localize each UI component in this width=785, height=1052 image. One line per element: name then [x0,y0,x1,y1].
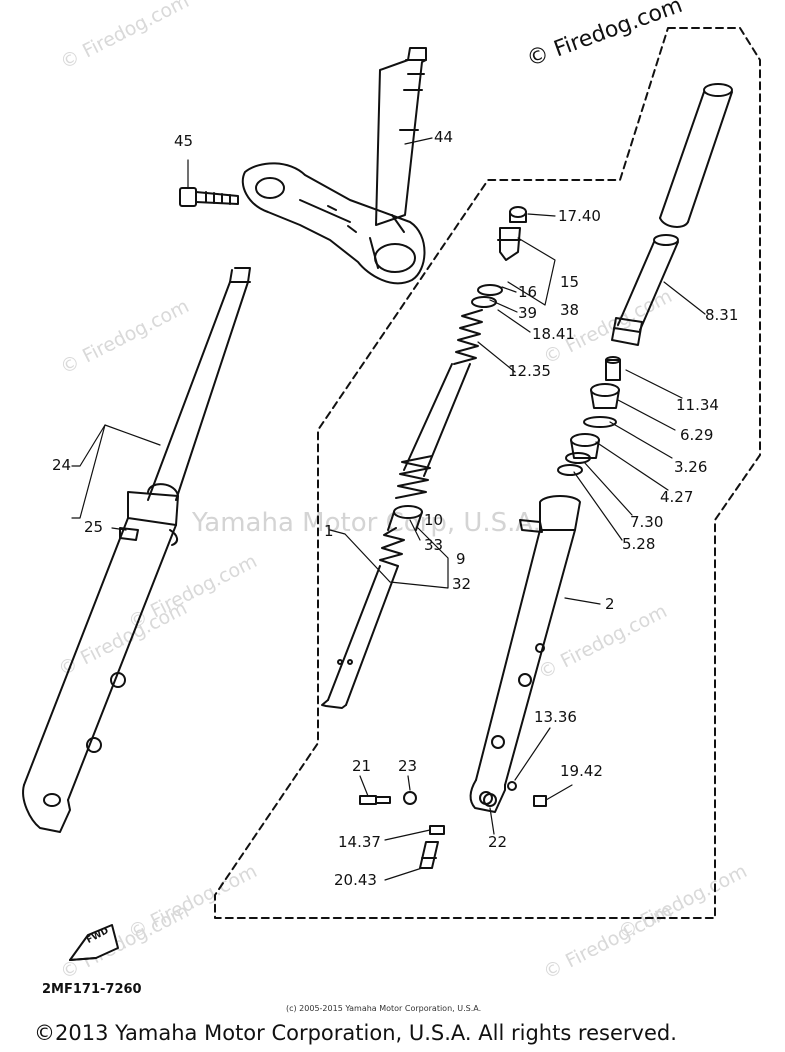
fwd-arrow [69,924,119,961]
label-10: 10 [424,511,444,529]
seal-stack [557,356,621,476]
assembled-fork-left [22,267,251,833]
label-14-37: 14.37 [338,833,381,851]
inner-tube [611,83,733,346]
leader-lines [71,137,706,881]
cap-bolt [497,206,527,261]
dashed-assembly-boundary [214,27,761,919]
label-24: 24 [52,456,72,474]
label-23: 23 [398,757,418,775]
label-45: 45 [174,132,194,150]
damper-rod [321,505,423,709]
footer-copyright: ©2013 Yamaha Motor Corporation, U.S.A. A… [34,1021,677,1045]
fork-spring [395,309,483,499]
label-17-40: 17.40 [558,207,601,225]
label-9: 9 [456,550,466,568]
label-4-27: 4.27 [660,488,694,506]
label-18-41: 18.41 [532,325,575,343]
bottom-bolts [359,781,547,869]
label-19-42: 19.42 [560,762,603,780]
label-3-26: 3.26 [674,458,708,476]
under-bracket [241,162,426,285]
label-5-28: 5.28 [622,535,656,553]
label-44: 44 [434,128,454,146]
label-13-36: 13.36 [534,708,577,726]
label-16: 16 [518,283,538,301]
label-7-30: 7.30 [630,513,664,531]
label-1: 1 [324,522,334,540]
outer-tube [469,495,581,813]
label-12-35: 12.35 [508,362,551,380]
label-32: 32 [452,575,472,593]
washers-16-18 [471,284,503,308]
steering-stem [375,47,427,233]
label-38: 38 [560,301,580,319]
label-22: 22 [488,833,508,851]
bolt-45 [179,187,239,207]
small-copyright: (c) 2005-2015 Yamaha Motor Corporation, … [286,1004,482,1013]
label-39: 39 [518,304,538,322]
label-25: 25 [84,518,104,536]
label-8-31: 8.31 [705,306,739,324]
label-11-34: 11.34 [676,396,719,414]
label-33: 33 [424,536,444,554]
label-6-29: 6.29 [680,426,714,444]
watermark-center: Yamaha Motor Corp, U.S.A. [192,508,542,538]
label-15: 15 [560,273,580,291]
label-2: 2 [605,595,615,613]
label-20-43: 20.43 [334,871,377,889]
label-21: 21 [352,757,372,775]
diagram-code: 2MF171-7260 [42,982,142,997]
